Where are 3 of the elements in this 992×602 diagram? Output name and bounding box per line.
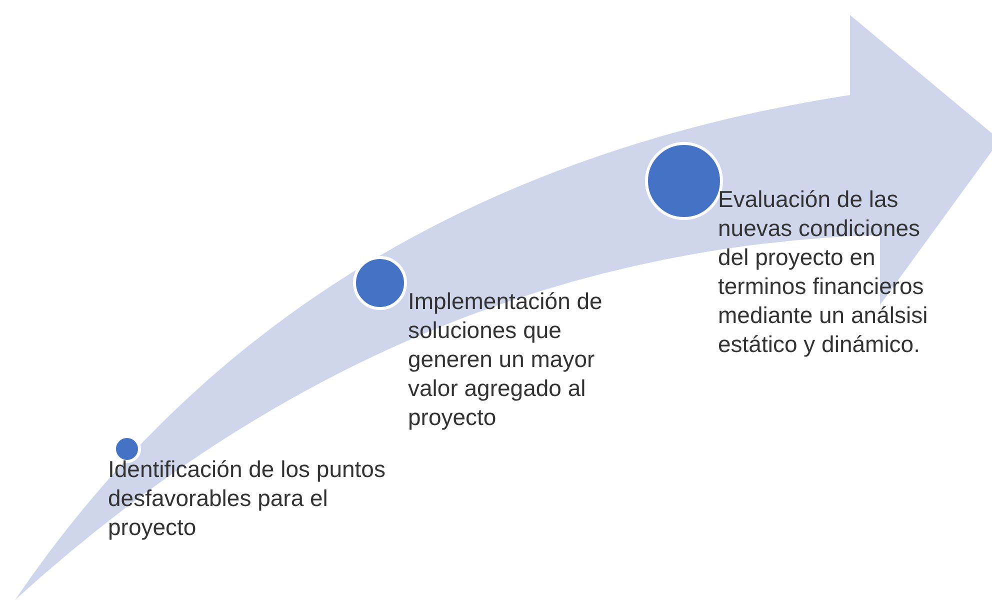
step-text: Evaluación de las nuevas condiciones del proyecto en terminos financieros mediante un análsisi estático y dinámico. [718,185,929,359]
step-text: Identificación de los puntos desfavorables para el proyecto [108,455,386,542]
step-text: Implementación de soluciones que generen un mayor valor agregado al proyecto [408,287,604,432]
